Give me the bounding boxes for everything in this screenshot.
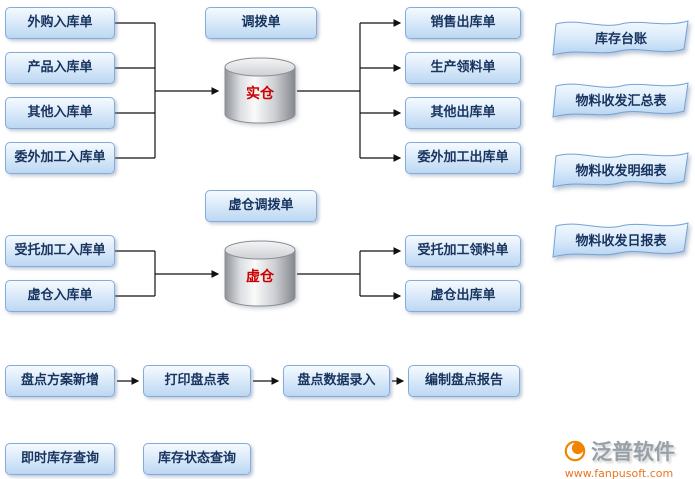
node-outsource-in: 委外加工入库单 [5,142,115,174]
node-other-in: 其他入库单 [5,97,115,129]
report-inventory-ledger: 库存台账 [548,16,694,61]
cylinder-shape [224,57,296,124]
report-inout-summary: 物料收发汇总表 [548,78,694,123]
node-consigned-in: 受托加工入库单 [5,235,115,267]
node-purchase-in: 外购入库单 [5,7,115,39]
node-stocktake-report: 编制盘点报告 [408,365,520,397]
report-label: 物料收发明细表 [575,164,667,179]
virtual-warehouse-label: 虚仓 [246,269,274,285]
brand-name: 泛普软件 [591,440,675,464]
brand-url[interactable]: www.fanpusoft.com [564,467,674,479]
report-label: 物料收发日报表 [575,234,667,249]
real-warehouse-label: 实仓 [246,86,274,102]
node-stocktake-print: 打印盘点表 [143,365,251,397]
wave-shape [552,82,689,118]
real-warehouse-cylinder: 实仓 [223,57,297,125]
node-virtual-in: 虚仓入库单 [5,280,115,312]
virtual-warehouse-cylinder: 虚仓 [223,240,297,308]
node-production-requisition: 生产领料单 [405,52,521,84]
wave-shape [552,152,689,188]
brand-logo-icon [564,440,586,462]
brand-logo: 泛普软件 www.fanpusoft.com [543,436,695,479]
report-label: 库存台账 [594,32,647,47]
node-stocktake-create: 盘点方案新增 [5,365,115,397]
node-virtual-transfer-order: 虚仓调拨单 [205,190,317,222]
node-virtual-out: 虚仓出库单 [405,280,521,312]
cylinder-shape [224,240,296,307]
node-stocktake-entry: 盘点数据录入 [283,365,390,397]
node-other-out: 其他出库单 [405,97,521,129]
report-inout-daily: 物料收发日报表 [548,218,694,263]
report-label: 物料收发汇总表 [575,94,667,109]
wave-shape [552,222,689,258]
node-sales-out: 销售出库单 [405,7,521,39]
node-transfer-order: 调拨单 [205,7,317,39]
node-inventory-status-query: 库存状态查询 [143,443,251,475]
report-inout-detail: 物料收发明细表 [548,148,694,193]
node-consigned-requisition: 受托加工领料单 [405,235,521,267]
node-outsource-out: 委外加工出库单 [405,142,521,174]
node-realtime-inventory-query: 即时库存查询 [5,443,115,475]
node-product-in: 产品入库单 [5,52,115,84]
wave-shape [552,20,689,56]
